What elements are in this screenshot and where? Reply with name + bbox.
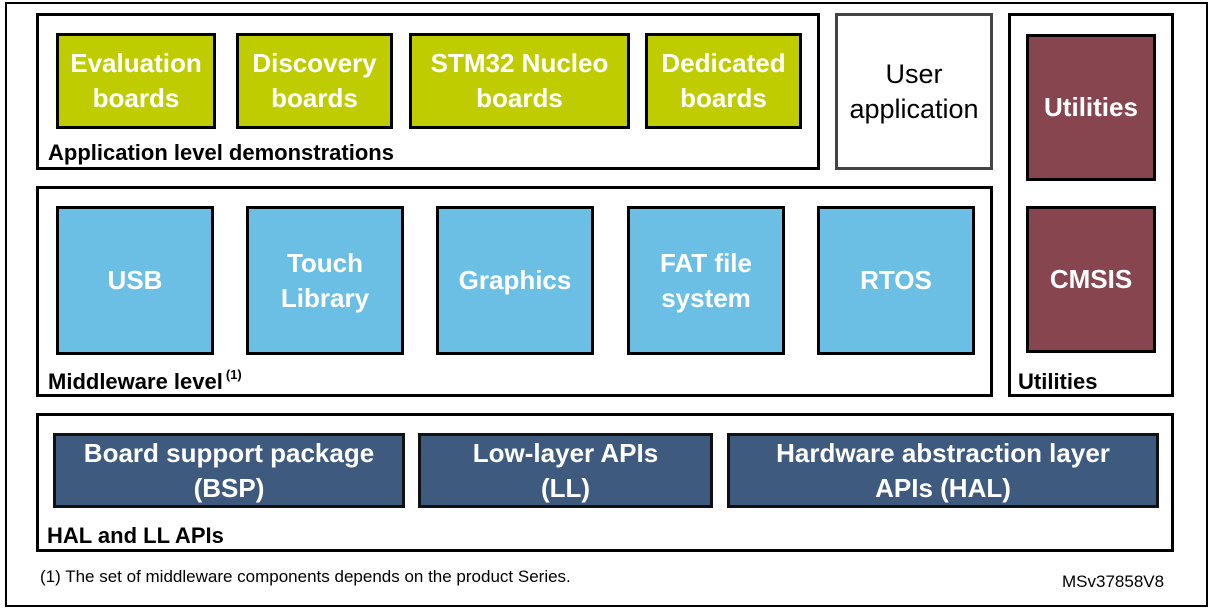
application-level-label: Application level demonstrations	[48, 140, 394, 165]
fat-file-system-block: FAT file system	[627, 206, 785, 355]
hal-ll-apis-label: HAL and LL APIs	[47, 523, 224, 548]
evaluation-boards-block: Evaluation boards	[56, 33, 216, 129]
hal-ll-apis-group: Board support package (BSP) Low-layer AP…	[36, 413, 1174, 552]
touch-library-block: Touch Library	[246, 206, 404, 355]
ll-apis-block: Low-layer APIs (LL)	[418, 433, 713, 508]
middleware-level-label: Middleware level(1)	[48, 367, 242, 395]
rtos-block: RTOS	[817, 206, 975, 355]
stm32-nucleo-boards-block: STM32 Nucleo boards	[409, 33, 630, 129]
utilities-group-label: Utilities	[1018, 369, 1098, 394]
footnote-reference: (1)	[225, 367, 242, 382]
bsp-block: Board support package (BSP)	[53, 433, 405, 508]
footnote-text: (1) The set of middleware components dep…	[40, 567, 571, 586]
discovery-boards-block: Discovery boards	[236, 33, 393, 129]
hal-apis-block: Hardware abstraction layer APIs (HAL)	[727, 433, 1159, 508]
usb-block: USB	[56, 206, 214, 355]
utilities-block: Utilities	[1026, 34, 1156, 181]
middleware-level-group: USB Touch Library Graphics FAT file syst…	[36, 186, 993, 397]
diagram-frame	[5, 2, 1208, 607]
dedicated-boards-block: Dedicated boards	[645, 33, 802, 129]
utilities-group: Utilities CMSIS Utilities	[1008, 13, 1174, 397]
middleware-level-label-text: Middleware level	[48, 369, 223, 394]
document-id: MSv37858V8	[1062, 572, 1165, 591]
user-application-block: User application	[835, 13, 993, 170]
application-level-group: Evaluation boards Discovery boards STM32…	[36, 13, 820, 170]
cmsis-block: CMSIS	[1026, 206, 1156, 353]
graphics-block: Graphics	[436, 206, 594, 355]
